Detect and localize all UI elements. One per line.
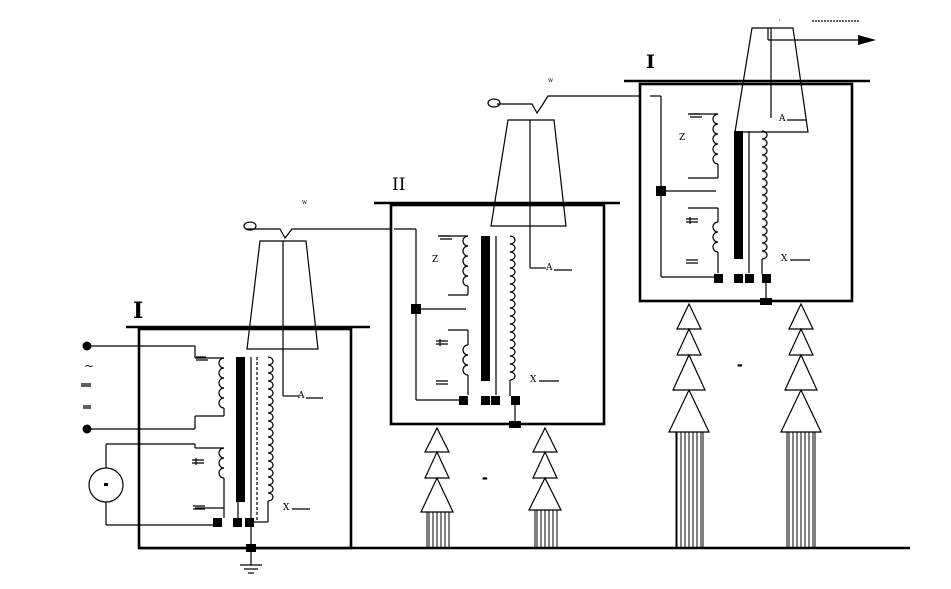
stage-2-excitation-winding xyxy=(462,235,469,287)
stage-3-excitation-winding xyxy=(712,113,719,165)
stage-2-junction-block xyxy=(411,304,421,314)
stage-1-mark-b xyxy=(192,458,204,465)
stage-1-meter-winding xyxy=(218,447,225,479)
stage-1: I w A X xyxy=(126,199,394,574)
stage-3-tank xyxy=(638,82,854,303)
stage-2-mark-b xyxy=(436,339,448,346)
stage-2-bushing-terminal xyxy=(497,95,650,115)
stage-2-core xyxy=(481,236,490,381)
stage-1-label: I xyxy=(133,298,143,324)
stage-3-terminal-a: A xyxy=(778,114,786,124)
supply-section: ~ xyxy=(81,341,213,526)
stage-3-mark-b xyxy=(686,217,698,224)
stage-1-bushing-terminal xyxy=(246,228,394,240)
stage-1-terminal-block-1 xyxy=(213,518,222,527)
stage-2-terminal-block-2 xyxy=(481,396,490,405)
stage-3-insulator-left xyxy=(668,302,710,549)
stage-2-label: II xyxy=(392,175,405,195)
stage-2-mark-c xyxy=(436,380,448,385)
stage-2-supports xyxy=(420,426,562,549)
stage-2-terminal-ring xyxy=(487,98,501,108)
stage-3-terminal-block-1 xyxy=(714,274,723,283)
earth-icon xyxy=(240,552,262,574)
stage-3-coupling-winding xyxy=(712,221,719,253)
stage-2-coupling-winding xyxy=(462,344,469,376)
stage-3-terminal-block-3 xyxy=(745,274,754,283)
stage-2-terminal-x: X xyxy=(530,375,537,385)
stage-1-mark-c xyxy=(193,505,205,510)
stage-3-supports xyxy=(668,302,822,549)
stage-3-label: I xyxy=(646,51,655,73)
stage-3-insulator-right xyxy=(780,302,822,549)
stage-3-terminal-block-4 xyxy=(762,274,771,283)
stage-2-insulator-left xyxy=(420,426,454,549)
stage-1-terminal-ring xyxy=(243,221,257,231)
stage-1-terminal-block-3 xyxy=(245,518,254,527)
stage-3-terminal-block-2 xyxy=(734,274,743,283)
stage-2-mark-a xyxy=(440,235,452,240)
stage-3-mark-a xyxy=(690,113,702,118)
stage-3-tank-block xyxy=(760,298,772,305)
stage-2-hv-winding xyxy=(509,235,516,381)
stage-3-output-tick: ' xyxy=(779,19,781,26)
stage-3-core xyxy=(734,131,743,259)
output-arrow-icon xyxy=(858,35,876,45)
stage-2-support-mark: ▬ xyxy=(482,475,488,482)
supply-mark-2 xyxy=(83,405,91,409)
stage-3-exc-mark: Z xyxy=(679,133,685,143)
stage-1-terminal-a: A xyxy=(297,391,305,401)
stage-3-hv-winding xyxy=(761,130,768,260)
stage-2-tank xyxy=(389,203,606,426)
stage-2: II w Z A X xyxy=(374,77,650,482)
stage-2-exc-mark: Z xyxy=(432,255,438,265)
stage-3-terminal-x: X xyxy=(781,254,788,264)
stage-1-tank-ground-block xyxy=(246,544,256,552)
stage-3-bushing xyxy=(734,27,809,133)
stage-1-primary-winding xyxy=(218,357,225,409)
stage-2-insulator-right xyxy=(528,426,562,549)
stage-1-mark-a xyxy=(196,356,208,361)
stage-3: I ' Z A X xyxy=(624,19,876,369)
stage-1-terminal-mark: w xyxy=(302,199,308,206)
stage-2-bushing xyxy=(490,119,567,227)
supply-ac-symbol: ~ xyxy=(84,359,94,373)
stage-3-mark-c xyxy=(686,259,698,264)
stage-1-terminal-block-2 xyxy=(233,518,242,527)
stage-1-hv-winding xyxy=(267,356,274,502)
stage-2-terminal-a: A xyxy=(545,263,553,273)
stage-1-terminal-x: X xyxy=(283,503,290,513)
stage-2-terminal-block-4 xyxy=(511,396,520,405)
stage-1-core xyxy=(236,357,245,502)
supply-mark-1 xyxy=(81,383,91,387)
stage-3-support-mark: ▬ xyxy=(737,362,743,369)
voltmeter-needle xyxy=(104,483,108,486)
stage-2-terminal-block-1 xyxy=(459,396,468,405)
stage-3-junction-block xyxy=(656,186,666,196)
stage-1-bushing xyxy=(246,240,319,350)
stage-2-terminal-mark: w xyxy=(548,77,554,84)
stage-2-terminal-block-3 xyxy=(491,396,500,405)
stage-2-tank-block xyxy=(509,421,521,428)
